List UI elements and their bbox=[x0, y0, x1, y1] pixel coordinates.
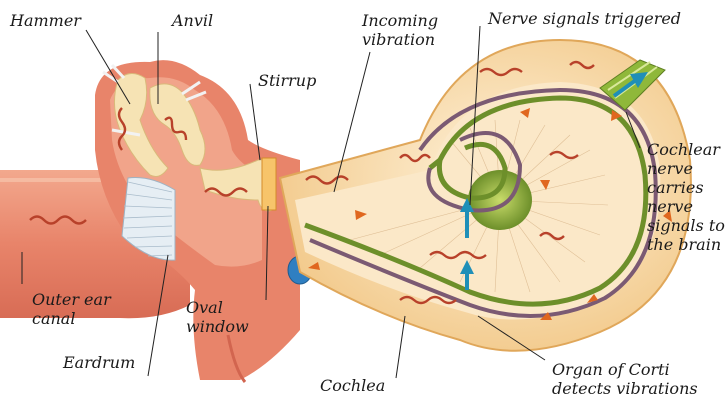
oval-window-patch bbox=[262, 158, 276, 210]
label-outer-ear-canal: Outer ear canal bbox=[32, 290, 111, 328]
label-oval-window: Oval window bbox=[186, 298, 249, 336]
label-organ-of-corti: Organ of Corti detects vibrations bbox=[552, 360, 698, 398]
label-nerve-signals-triggered: Nerve signals triggered bbox=[488, 9, 681, 28]
label-eardrum: Eardrum bbox=[63, 353, 135, 372]
label-anvil: Anvil bbox=[172, 11, 213, 30]
label-cochlea: Cochlea bbox=[320, 376, 385, 395]
label-hammer: Hammer bbox=[10, 11, 81, 30]
label-stirrup: Stirrup bbox=[258, 71, 316, 90]
label-cochlear-nerve: Cochlear nerve carries nerve signals to … bbox=[647, 140, 725, 254]
label-incoming-vibration: Incoming vibration bbox=[362, 11, 438, 49]
